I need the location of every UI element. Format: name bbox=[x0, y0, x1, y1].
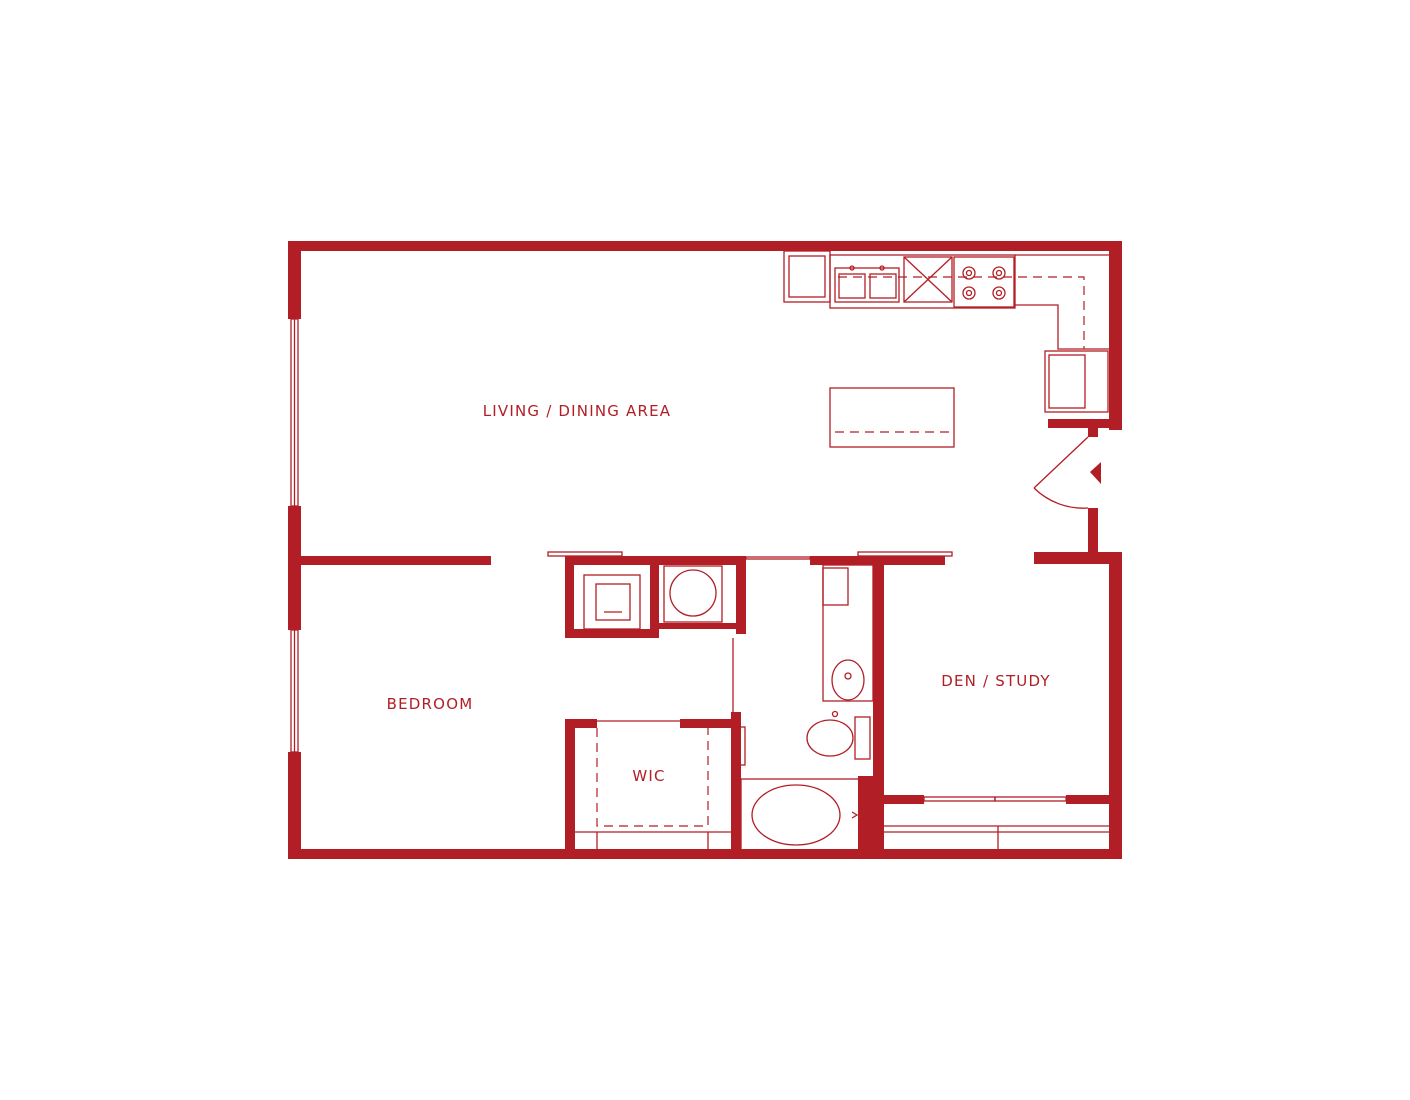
dishwasher-icon bbox=[903, 256, 953, 303]
range-icon bbox=[953, 256, 1015, 308]
west-windows bbox=[290, 318, 299, 753]
living-dining-label: LIVING / DINING AREA bbox=[483, 402, 672, 420]
bathroom bbox=[740, 564, 874, 852]
kitchen-counter bbox=[829, 254, 1016, 309]
dryer-icon bbox=[583, 574, 641, 630]
vanity-counter bbox=[822, 564, 874, 702]
den-closet-shelving bbox=[884, 825, 1109, 849]
bathtub-icon bbox=[740, 778, 860, 852]
door-openings bbox=[547, 436, 1101, 802]
vanity-sink-icon bbox=[831, 659, 865, 701]
bedroom-label: BEDROOM bbox=[387, 695, 474, 713]
washer-icon bbox=[663, 565, 723, 623]
entry-door-icon[interactable] bbox=[1033, 436, 1101, 509]
laundry bbox=[583, 565, 723, 630]
exterior-walls bbox=[288, 241, 1122, 859]
interior-walls bbox=[301, 552, 1122, 859]
double-sink-icon bbox=[834, 265, 900, 303]
pantry-icon bbox=[1044, 350, 1109, 413]
kitchen bbox=[783, 250, 1109, 448]
kitchen-island-icon bbox=[829, 387, 955, 448]
refrigerator-icon bbox=[783, 250, 831, 303]
wic-closet-shelving bbox=[575, 728, 731, 849]
toilet-icon bbox=[806, 710, 871, 760]
den-study-label: DEN / STUDY bbox=[941, 672, 1051, 690]
wic-label: WIC bbox=[632, 767, 665, 785]
